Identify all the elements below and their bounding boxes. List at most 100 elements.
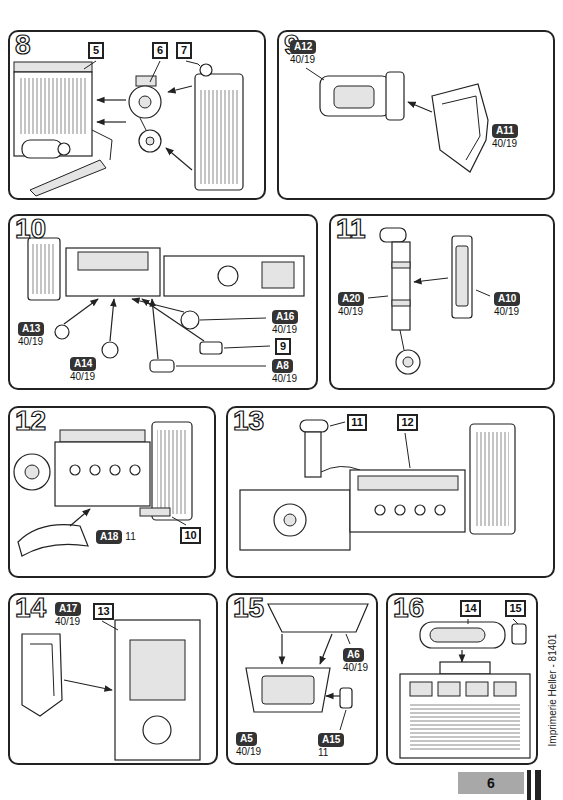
step-panel: 15A640/19A540/19A1511 xyxy=(226,593,378,765)
engine-step-8 xyxy=(139,96,151,108)
part-number: A11 xyxy=(492,124,518,138)
airbox-step-15 xyxy=(246,604,368,730)
engine-step-8 xyxy=(14,62,92,72)
engine-step-14 xyxy=(64,680,112,690)
engine-step-16 xyxy=(410,704,520,750)
engine-step-8 xyxy=(97,99,126,100)
sprue-code: 40/19 xyxy=(272,324,297,336)
engine-step-8 xyxy=(129,86,161,118)
sprue-code: 40/19 xyxy=(272,373,297,385)
airbox-step-15 xyxy=(346,634,350,644)
engine-step-13 xyxy=(435,505,445,515)
callout-number: 10 xyxy=(184,529,196,542)
engine-step-8 xyxy=(186,61,200,66)
airbox-step-15 xyxy=(268,604,368,632)
engine-step-10 xyxy=(224,346,270,348)
step-number: 13 xyxy=(233,405,264,437)
sprue-code: 40/19 xyxy=(236,746,261,758)
engine-step-8 xyxy=(146,137,154,145)
callout-box: 13 xyxy=(93,603,114,620)
part-number: A10 xyxy=(494,292,520,306)
part-tag: A540/19 xyxy=(236,732,261,758)
part-number: A16 xyxy=(272,310,298,324)
engine-step-14 xyxy=(143,716,171,744)
engine-step-10 xyxy=(64,299,98,324)
engine-step-10 xyxy=(28,238,60,300)
step-number: 16 xyxy=(393,592,424,624)
engine-step-13 xyxy=(284,514,296,526)
sprue-code: 40/19 xyxy=(343,662,368,674)
callout-number: 11 xyxy=(351,416,363,429)
engine-step-12 xyxy=(110,465,120,475)
engine-step-16 xyxy=(400,619,530,758)
engine-step-16 xyxy=(512,624,526,644)
engine-step-10 xyxy=(150,360,174,372)
engine-step-16 xyxy=(461,650,462,662)
part-number: A14 xyxy=(70,357,96,371)
engine-step-12 xyxy=(130,465,140,475)
exhaust-step-11 xyxy=(392,242,410,330)
engine-step-8 xyxy=(140,118,146,130)
callout-number: 5 xyxy=(93,44,99,57)
part-number: A18 xyxy=(96,530,122,544)
step-number: 12 xyxy=(15,405,46,437)
page-footer xyxy=(535,770,541,800)
part-number: A5 xyxy=(236,732,257,746)
callout-box: 9 xyxy=(275,338,291,355)
exhaust-step-11 xyxy=(380,228,406,242)
sprue-code: 11 xyxy=(318,747,328,759)
engine-step-13 xyxy=(350,470,465,532)
part-number: A20 xyxy=(338,292,364,306)
engine-step-12 xyxy=(14,454,50,490)
engine-step-13 xyxy=(415,505,425,515)
engine-step-8 xyxy=(139,130,161,152)
step-number: 11 xyxy=(336,213,366,245)
engine-step-10 xyxy=(218,266,238,286)
part-number: A13 xyxy=(18,322,44,336)
sprue-code: 40/19 xyxy=(494,306,519,318)
engine-step-12 xyxy=(60,430,145,442)
engine-step-13 xyxy=(358,476,458,490)
engine-step-10 xyxy=(164,256,304,296)
engine-step-16 xyxy=(438,682,460,696)
sprue-code: 40/19 xyxy=(18,336,43,348)
engine-step-8 xyxy=(97,121,126,122)
part-tag: A2040/19 xyxy=(338,292,364,318)
engine-step-16 xyxy=(513,619,518,624)
exhaust-step-11 xyxy=(452,236,472,318)
engine-step-13 xyxy=(375,505,385,515)
exhaust-step-11 xyxy=(368,228,490,374)
engine-step-12 xyxy=(14,422,192,556)
airbox-step-15 xyxy=(340,688,352,708)
exhaust-step-11 xyxy=(414,278,448,282)
engine-step-8 xyxy=(84,61,96,69)
engine-step-12 xyxy=(140,508,170,516)
engine-step-8 xyxy=(168,86,192,92)
engine-step-16 xyxy=(400,674,530,758)
sprue-code: 40/19 xyxy=(290,54,315,66)
part-tag: A1811 xyxy=(96,530,136,544)
step-panel: 8567 xyxy=(8,30,266,200)
step-panel: 12A1811 10 xyxy=(8,406,216,578)
part-tag: A1640/19 xyxy=(272,310,298,336)
engine-step-16 xyxy=(466,682,488,696)
engine-step-12 xyxy=(70,509,90,526)
engine-step-12 xyxy=(25,465,39,479)
part-step-9 xyxy=(306,68,488,172)
exhaust-step-11 xyxy=(392,262,410,268)
engine-step-8 xyxy=(92,130,112,160)
part-tag: A840/19 xyxy=(272,359,297,385)
callout-number: 6 xyxy=(157,44,163,57)
engine-step-8 xyxy=(150,61,160,82)
engine-step-16 xyxy=(410,682,432,696)
engine-step-14 xyxy=(22,620,200,760)
callout-box: 6 xyxy=(152,42,168,59)
engine-step-14 xyxy=(115,620,200,760)
part-tag: A1240/19 xyxy=(290,40,316,66)
step-panel: 161415 xyxy=(386,593,538,765)
engine-step-13 xyxy=(330,422,345,426)
engine-step-12 xyxy=(18,525,88,556)
engine-step-10 xyxy=(176,366,266,367)
engine-step-16 xyxy=(468,619,469,624)
part-tag: A640/19 xyxy=(343,648,368,674)
